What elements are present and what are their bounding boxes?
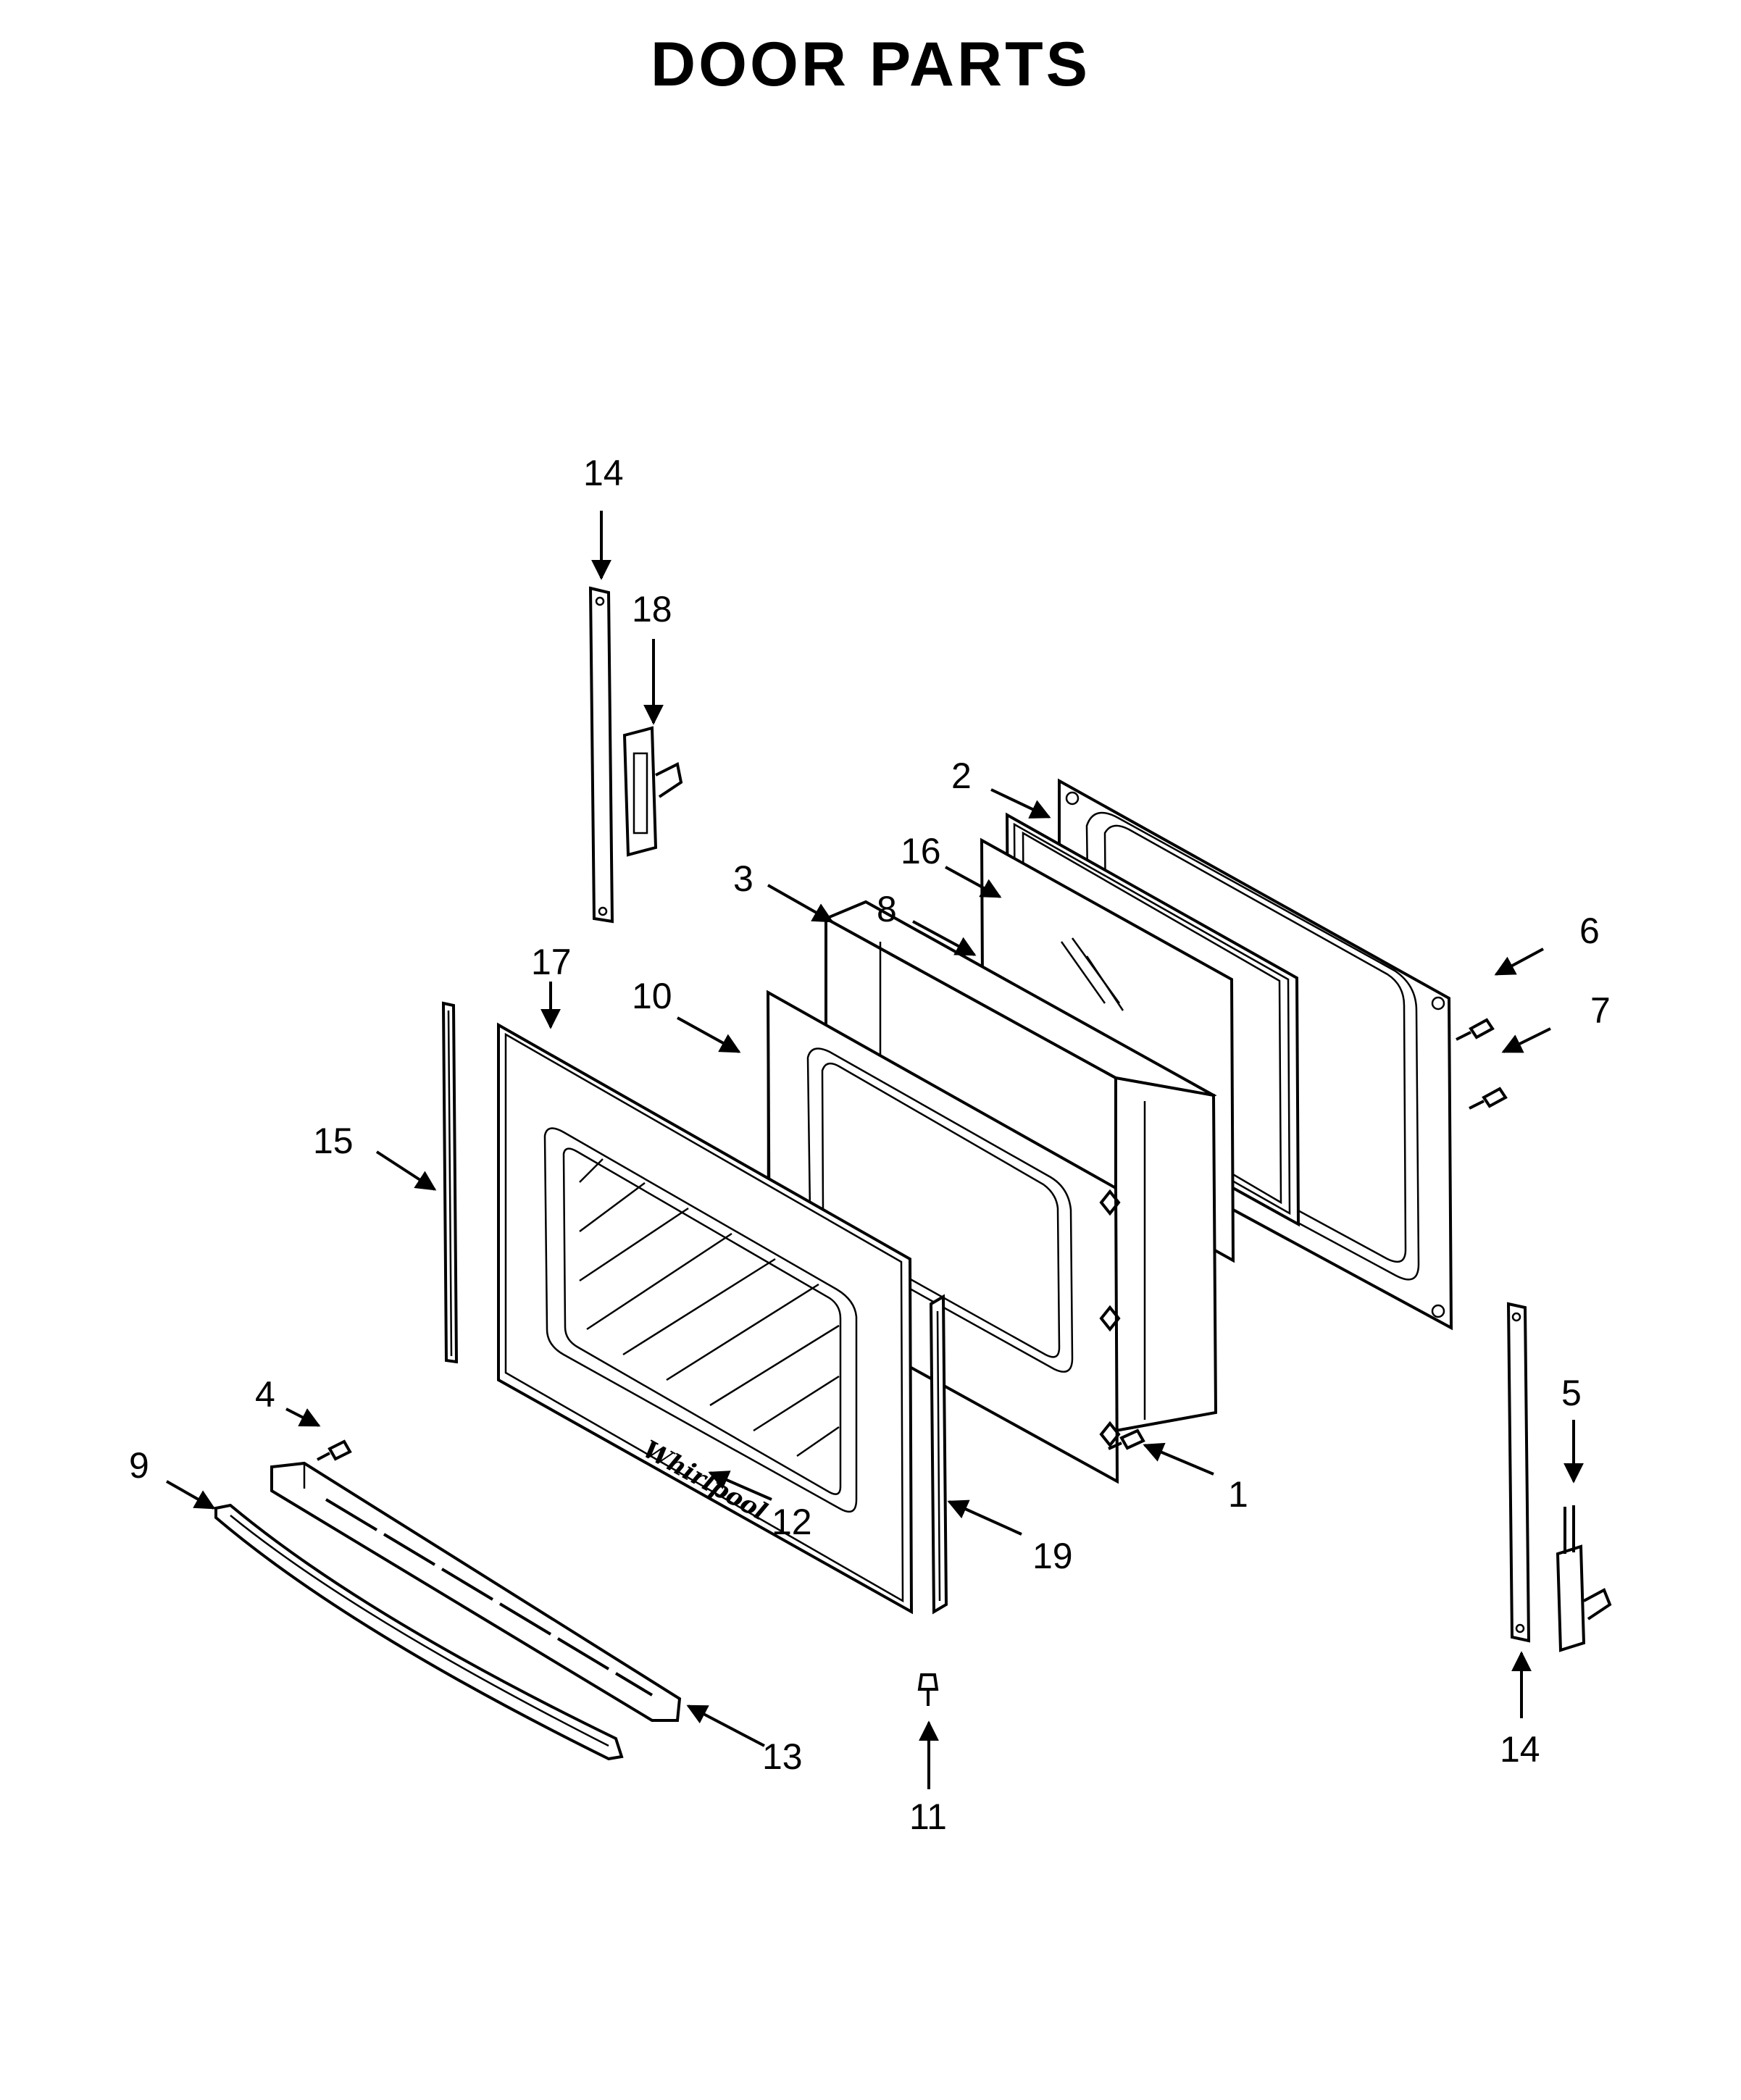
callout-18: 18 [632, 589, 672, 629]
callout-15: 15 [313, 1121, 354, 1161]
part-18-hinge-left [622, 726, 683, 857]
callout-16: 16 [901, 831, 941, 871]
part-19-side-trim [929, 1294, 948, 1615]
callout-19: 19 [1032, 1536, 1073, 1576]
callout-labels: 14 18 2 16 3 8 6 17 10 7 15 4 5 9 1 12 1… [129, 453, 1611, 1837]
part-4-screw [317, 1439, 352, 1461]
callout-7: 7 [1590, 990, 1611, 1031]
callout-4: 4 [255, 1374, 275, 1415]
callout-17: 17 [531, 942, 572, 982]
callout-10: 10 [632, 976, 672, 1016]
callout-5: 5 [1561, 1373, 1582, 1413]
part-14-hinge-channel-right [1506, 1302, 1531, 1643]
part-13-vent-trim [270, 1461, 682, 1722]
leader-arrows [166, 511, 1584, 1789]
callout-1: 1 [1228, 1474, 1248, 1515]
part-1-screw [1108, 1428, 1145, 1450]
part-14-hinge-channel-left [588, 586, 614, 924]
part-7-screw [1469, 1087, 1508, 1110]
callout-13: 13 [762, 1736, 803, 1777]
part-9-door-handle [214, 1503, 624, 1761]
part-5-hinge-right [1556, 1505, 1612, 1652]
part-6-screw [1456, 1018, 1495, 1041]
part-15-side-trim [441, 1001, 459, 1364]
page-title: DOOR PARTS [651, 30, 1090, 99]
window-hatch-lines [579, 1158, 840, 1457]
callout-12: 12 [772, 1502, 812, 1542]
vent-slots [325, 1498, 654, 1697]
callout-11: 11 [909, 1796, 947, 1837]
part-11-screw [917, 1673, 939, 1706]
callout-8: 8 [877, 889, 897, 929]
callout-14-bottom: 14 [1500, 1729, 1540, 1770]
callout-14-top: 14 [583, 453, 624, 493]
callout-3: 3 [733, 858, 753, 899]
callout-6: 6 [1579, 911, 1600, 951]
callout-2: 2 [951, 756, 972, 796]
part-10-door-frame [766, 990, 1121, 1484]
callout-9: 9 [129, 1445, 149, 1486]
